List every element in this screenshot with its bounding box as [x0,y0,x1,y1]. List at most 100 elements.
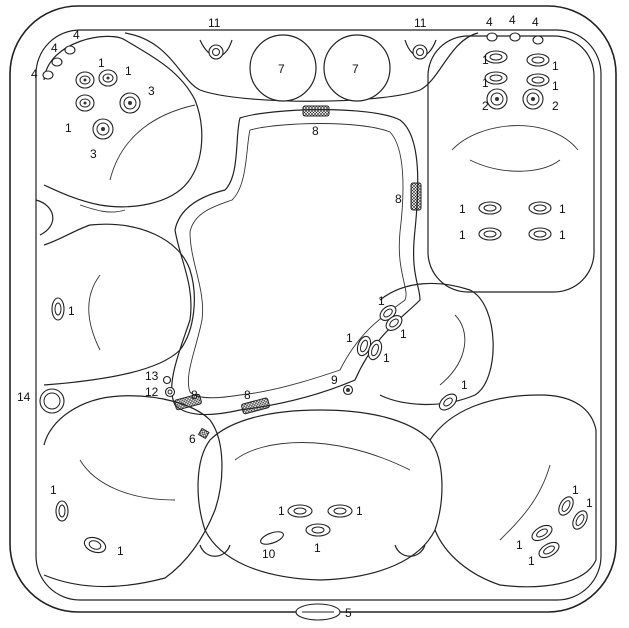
label-1: 1 [552,79,559,93]
label-1: 1 [346,331,353,345]
label-4: 4 [486,15,493,29]
jets-large [486,88,544,110]
fitting-13 [162,375,172,385]
jet [51,297,65,321]
label-1: 1 [125,64,132,78]
label-1: 1 [559,228,566,242]
label-1: 1 [68,304,75,318]
label-1: 1 [586,496,593,510]
jets-standard [51,50,588,559]
label-8-top: 8 [312,124,319,138]
drain-center [346,388,350,392]
label-1: 1 [559,202,566,216]
label-1: 1 [572,483,579,497]
seat-top-left-edge [79,204,126,213]
filter-top [302,105,330,117]
jet [484,50,508,64]
jet [385,315,403,331]
label-3: 3 [90,147,97,161]
label-1: 1 [378,294,385,308]
filter-bottom-left [174,393,202,411]
jet [55,500,69,522]
jet-large [486,88,508,110]
label-1: 1 [383,351,390,365]
label-1: 1 [482,53,489,67]
label-7-left: 7 [278,62,285,76]
jet [531,524,553,542]
label-1: 1 [65,121,72,135]
label-1: 1 [516,538,523,552]
filter-bottom-center [241,397,270,415]
headrest-left [249,34,317,102]
seat-bottom-left [43,395,223,588]
label-10: 10 [262,547,276,561]
jet [478,227,502,241]
part-14-inner [43,392,61,410]
label-4: 4 [532,15,539,29]
seat-top-left-curve [109,104,196,181]
label-1: 1 [98,56,105,70]
label-6: 6 [189,432,196,446]
label-1: 1 [459,228,466,242]
label-14: 14 [17,390,31,404]
seat-right-lounger-curve [451,125,579,151]
seat-right-lounger [427,35,595,293]
part-6 [197,427,210,440]
label-11-left: 11 [208,16,221,30]
jet [484,71,508,85]
jet [287,504,313,518]
jet [528,227,552,241]
fitting-12-inner [167,389,173,395]
jet [75,71,95,89]
jet [75,94,95,112]
pillow-jet-left [199,39,233,60]
label-2: 2 [482,99,489,113]
label-4: 4 [31,67,38,81]
part-10 [260,531,284,545]
jet-rotary [119,92,141,114]
label-1: 1 [117,544,124,558]
jet [305,523,331,537]
label-1: 1 [528,554,535,568]
jet [526,53,550,67]
jet [558,496,574,516]
label-2: 2 [552,99,559,113]
jet-large [522,88,544,110]
label-12: 12 [145,385,159,399]
label-1: 1 [400,327,407,341]
label-4: 4 [509,13,516,27]
top-headrest-band [124,32,479,102]
label-8-right: 8 [395,192,402,206]
jet [528,201,552,215]
pillow-jet-right [404,39,437,60]
left-wall-notch [35,199,54,236]
label-9: 9 [331,373,338,387]
spa-inner-rim [35,29,602,601]
label-4: 4 [73,28,80,42]
headrest-right [323,34,391,102]
footwell-inner [187,123,407,399]
jet [478,201,502,215]
fitting-12 [164,386,176,398]
label-5: 5 [345,606,352,620]
jet-rotary [92,118,114,140]
bottom-scallops [199,544,426,557]
seat-right-middle [379,282,494,406]
air-controls-top-right [486,32,544,45]
label-11-right: 11 [414,16,427,30]
seat-right-lounger-curve-2 [469,159,561,172]
seat-bottom-left-curve [79,459,176,501]
label-8-bl: 8 [191,388,198,402]
jet [367,339,383,361]
seat-bottom-right [429,394,597,588]
label-1: 1 [552,59,559,73]
label-8-bc: 8 [244,388,251,402]
label-1: 1 [459,202,466,216]
label-7-right: 7 [352,62,359,76]
label-13: 13 [145,369,159,383]
seat-bottom-right-curve [499,464,551,541]
label-1: 1 [461,378,468,392]
seat-bottom-center-curve [234,442,411,471]
jet [572,510,588,530]
